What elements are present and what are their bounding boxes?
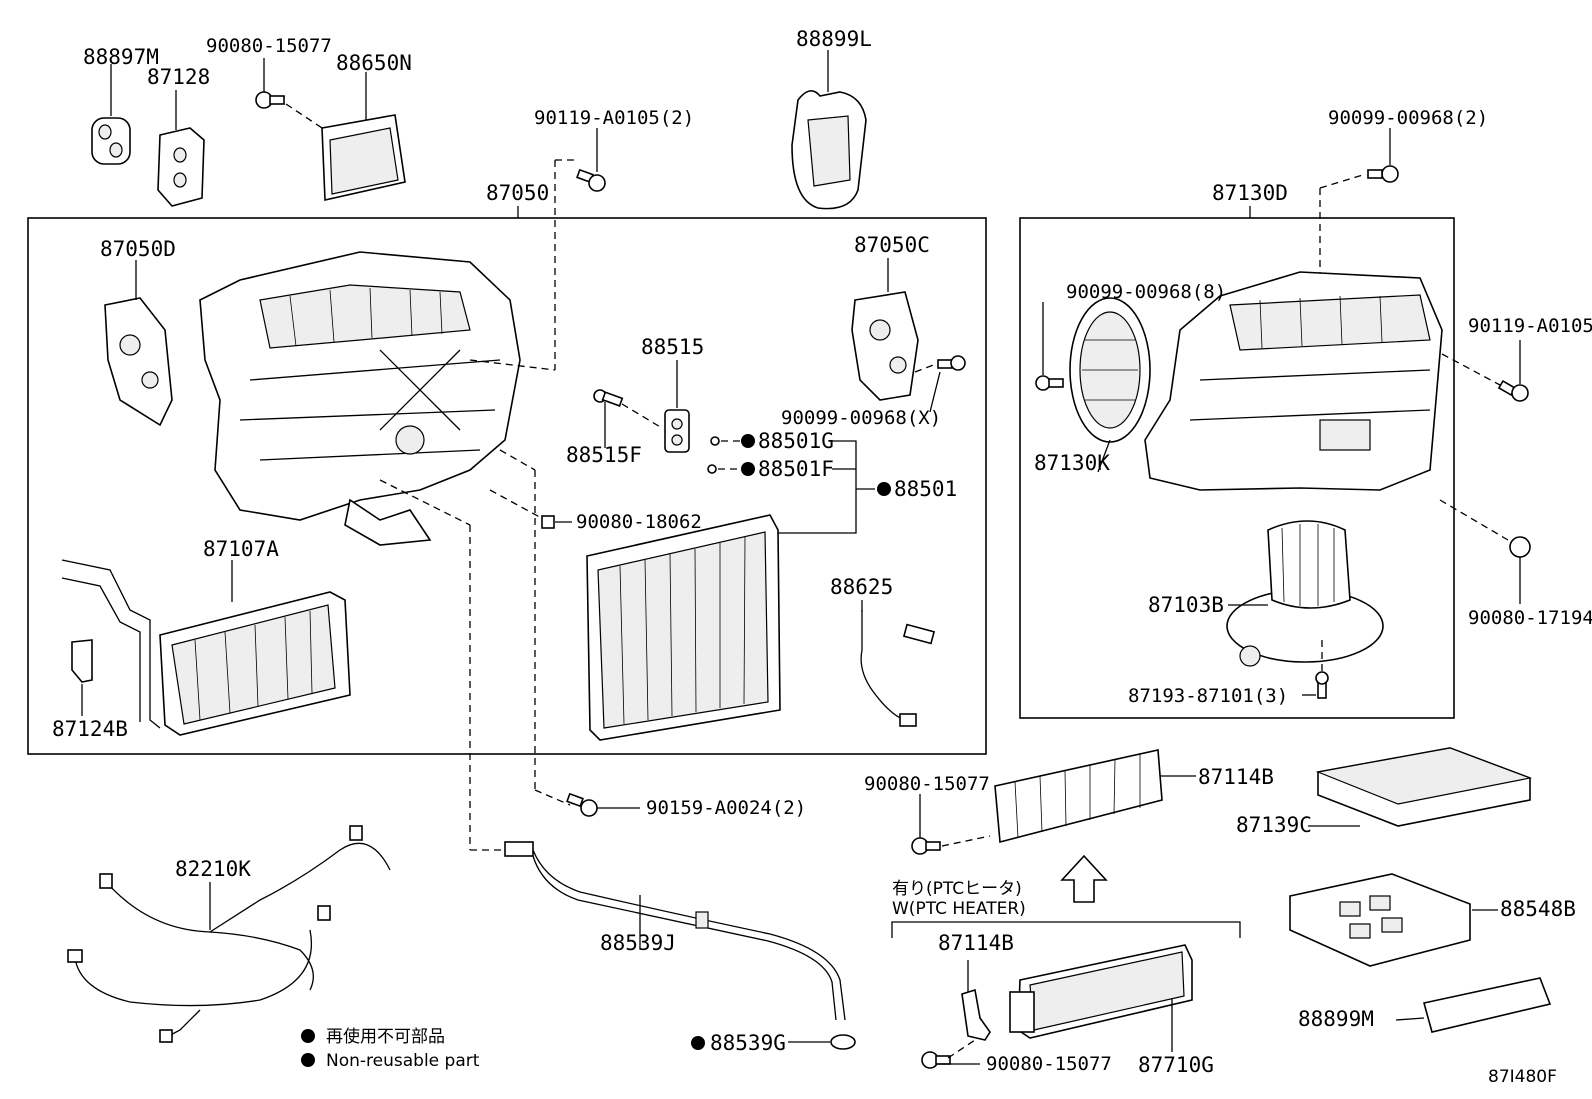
- screw-90099-00968-8[interactable]: [1035, 375, 1064, 391]
- label-88548B: 88548B: [1500, 897, 1576, 921]
- cabin-filter-87139C[interactable]: [1315, 747, 1533, 827]
- label-88650N: 88650N: [336, 51, 412, 75]
- hvac-unit-box: [27, 217, 987, 755]
- diagram-code: 87I480F: [1488, 1067, 1557, 1087]
- bolt-88515F[interactable]: [593, 389, 624, 407]
- label-88899M: 88899M: [1298, 1007, 1374, 1031]
- label-90080-15077-bottom: 90080-15077: [986, 1053, 1112, 1075]
- label-82210K: 82210K: [175, 857, 251, 881]
- ptc-note-en: W(PTC HEATER): [892, 899, 1026, 919]
- screw-90099-00968-X[interactable]: [937, 355, 966, 371]
- screw-87193-87101-3[interactable]: [1315, 671, 1329, 699]
- screw-90080-15077-mid[interactable]: [911, 837, 941, 855]
- heater-core-87107A[interactable]: [61, 559, 351, 736]
- actuator-87050C[interactable]: [851, 291, 919, 401]
- label-88501F: 88501F: [758, 457, 834, 481]
- blower-unit-box: [1019, 217, 1455, 719]
- hvac-housing-87050[interactable]: [199, 251, 521, 546]
- label-87193-87101-3: 87193-87101(3): [1128, 685, 1288, 707]
- remote-88899L[interactable]: [791, 90, 867, 210]
- label-87103B: 87103B: [1148, 593, 1224, 617]
- non-reusable-mark-88501: [877, 482, 891, 496]
- cover-87130K[interactable]: [1069, 297, 1151, 443]
- label-87050C: 87050C: [854, 233, 930, 257]
- label-90119-A0105-2: 90119-A0105(2): [534, 107, 694, 129]
- nut-90080-18062[interactable]: [541, 515, 555, 529]
- label-90080-17194: 90080-17194: [1468, 607, 1592, 629]
- control-module-88650N[interactable]: [321, 114, 406, 201]
- label-87114B-top: 87114B: [1198, 765, 1274, 789]
- o-ring-88501F[interactable]: [707, 464, 717, 474]
- label-87128: 87128: [147, 65, 210, 89]
- clamp-87124B[interactable]: [71, 639, 93, 683]
- grommet-87128[interactable]: [157, 127, 205, 207]
- label-88501: 88501: [894, 477, 957, 501]
- non-reusable-mark-88539G: [691, 1036, 705, 1050]
- bracket-87114B[interactable]: [961, 988, 991, 1041]
- ptc-note-jp: 有り(PTCヒータ): [892, 879, 1022, 899]
- evaporator-88501[interactable]: [586, 514, 781, 741]
- label-87130K: 87130K: [1034, 451, 1110, 475]
- screw-90099-00968-2[interactable]: [1367, 165, 1399, 183]
- drain-hose-88539J[interactable]: [504, 841, 846, 1021]
- label-87124B: 87124B: [52, 717, 128, 741]
- label-88515F: 88515F: [566, 443, 642, 467]
- screw-90119-A0105-2[interactable]: [576, 168, 606, 192]
- non-reusable-mark-88501G: [741, 434, 755, 448]
- label-90099-00968-2: 90099-00968(2): [1328, 107, 1488, 129]
- label-90099-00968-X: 90099-00968(X): [781, 407, 941, 429]
- label-88515: 88515: [641, 335, 704, 359]
- label-87710G: 87710G: [1138, 1053, 1214, 1077]
- legend-dot-jp: [301, 1029, 315, 1043]
- legend-text-jp: 再使用不可部品: [326, 1026, 445, 1047]
- grommet-88539G[interactable]: [830, 1034, 856, 1050]
- label-90080-18062: 90080-18062: [576, 511, 702, 533]
- non-reusable-mark-88501F: [741, 462, 755, 476]
- grommet-88897M[interactable]: [91, 117, 131, 165]
- actuator-87050D[interactable]: [104, 297, 173, 427]
- label-87139C: 87139C: [1236, 813, 1312, 837]
- label-88899L: 88899L: [796, 27, 872, 51]
- ptc-heater-87710G[interactable]: [1009, 944, 1193, 1039]
- label-87114B-bottom: 87114B: [938, 931, 1014, 955]
- label-87050D: 87050D: [100, 237, 176, 261]
- screw-90159-A0024-2[interactable]: [566, 792, 598, 817]
- label-87107A: 87107A: [203, 537, 279, 561]
- filter-frame-87114B[interactable]: [994, 749, 1163, 844]
- screw-90119-A0105[interactable]: [1497, 379, 1529, 402]
- nut-90080-17194[interactable]: [1509, 536, 1531, 558]
- expansion-valve-88515[interactable]: [664, 409, 690, 453]
- label-90099-00968-8: 90099-00968(8): [1066, 281, 1226, 303]
- up-arrow-icon: [1060, 854, 1108, 903]
- screw-90080-15077-top[interactable]: [255, 91, 285, 109]
- legend-dot-en: [301, 1053, 315, 1067]
- cover-88899M[interactable]: [1423, 977, 1552, 1033]
- label-90159-A0024-2: 90159-A0024(2): [646, 797, 806, 819]
- label-88625: 88625: [830, 575, 893, 599]
- label-88539G: 88539G: [710, 1031, 786, 1055]
- label-90119-A0105: 90119-A0105: [1468, 315, 1592, 337]
- ptc-bracket: [891, 921, 1241, 938]
- label-88897M: 88897M: [83, 45, 159, 69]
- legend-text-en: Non-reusable part: [326, 1051, 480, 1071]
- blower-motor-87103B[interactable]: [1226, 520, 1384, 667]
- filter-case-88548B[interactable]: [1289, 873, 1471, 967]
- o-ring-88501G[interactable]: [710, 436, 720, 446]
- screw-90080-15077-bottom[interactable]: [921, 1051, 951, 1069]
- label-88539J: 88539J: [600, 931, 676, 955]
- wire-harness-82210K[interactable]: [67, 825, 391, 1043]
- label-87050: 87050: [486, 181, 549, 205]
- label-88501G: 88501G: [758, 429, 834, 453]
- label-90080-15077-top: 90080-15077: [206, 35, 332, 57]
- label-90080-15077-mid: 90080-15077: [864, 773, 990, 795]
- label-87130D: 87130D: [1212, 181, 1288, 205]
- blower-case-87130D[interactable]: [1144, 271, 1443, 491]
- sensor-88625[interactable]: [860, 610, 936, 727]
